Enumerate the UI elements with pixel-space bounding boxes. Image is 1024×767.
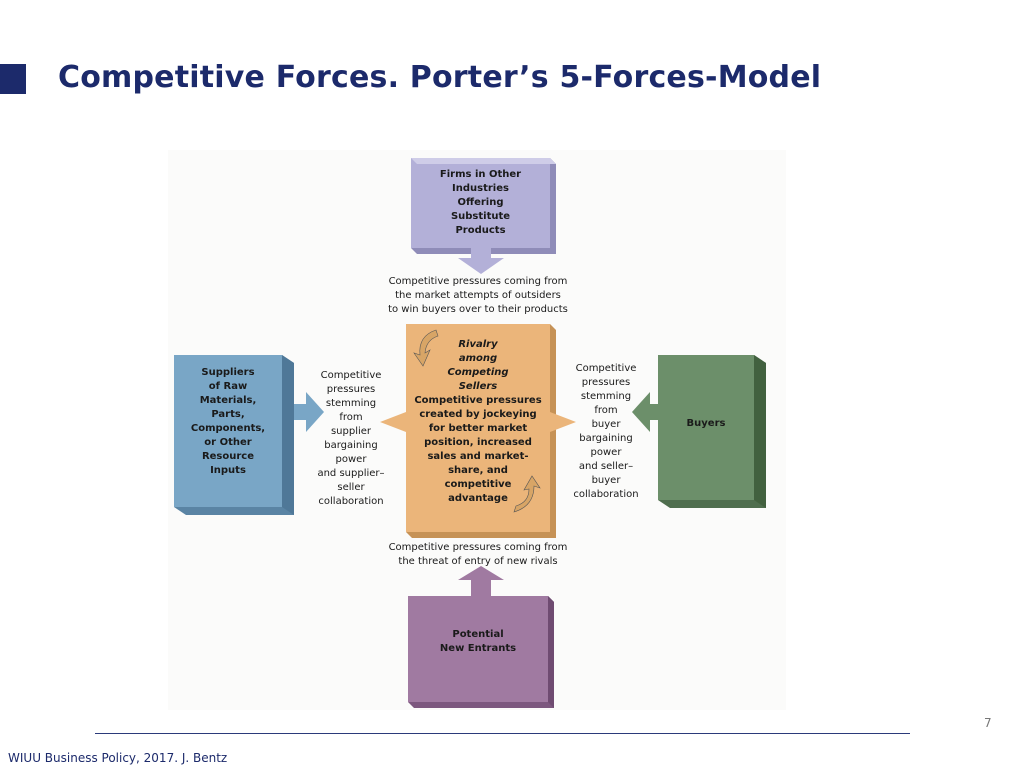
pressure-line: Competitive pressures coming from: [388, 542, 568, 553]
entrants-label: Potential New Entrants: [408, 628, 548, 656]
rivalry-body-line: advantage: [448, 493, 508, 504]
buyers-arrow: [632, 392, 658, 432]
substitutes-arrow: [458, 248, 504, 274]
pressure-line: Competitive: [320, 370, 382, 381]
buyers-label: Buyers: [658, 417, 754, 431]
suppliers-box: [174, 355, 294, 515]
pressure-line: and supplier–: [317, 468, 385, 479]
pressure-line: seller: [337, 482, 365, 493]
suppliers-line: of Raw: [208, 381, 248, 392]
suppliers-line: Suppliers: [201, 367, 255, 378]
entrants-pressure: Competitive pressures coming from the th…: [368, 541, 588, 569]
diagram-shapes: [174, 158, 766, 708]
pressure-line: buyer: [591, 475, 621, 486]
buyers-pressure: Competitive pressures stemming from buye…: [558, 362, 654, 502]
slide-title: Competitive Forces. Porter’s 5-Forces-Mo…: [58, 60, 822, 95]
rivalry-curve-arrow-top: [413, 329, 439, 367]
rivalry-body-line: Competitive pressures: [414, 395, 542, 406]
rivalry-box: [406, 324, 556, 538]
rivalry-body-line: share, and: [448, 465, 508, 476]
pressure-line: pressures: [326, 384, 376, 395]
suppliers-line: or Other: [204, 437, 252, 448]
rivalry-right-arrow: [550, 412, 576, 432]
substitutes-pressure: Competitive pressures coming from the ma…: [368, 275, 588, 317]
substitutes-label: Firms in Other Industries Offering Subst…: [411, 168, 550, 238]
pressure-line: and seller–: [578, 461, 634, 472]
pressure-line: the threat of entry of new rivals: [398, 556, 558, 567]
rivalry-body-line: position, increased: [424, 437, 532, 448]
entrants-box: [408, 596, 554, 708]
pressure-line: the market attempts of outsiders: [395, 290, 561, 301]
suppliers-label: Suppliers of Raw Materials, Parts, Compo…: [174, 366, 282, 478]
suppliers-line: Components,: [190, 423, 266, 434]
pressure-line: pressures: [581, 377, 631, 388]
rivalry-body-line: competitive: [444, 479, 512, 490]
pressure-line: power: [590, 447, 622, 458]
title-marker: [0, 64, 26, 94]
pressure-line: Competitive: [575, 363, 637, 374]
buyers-line: Buyers: [686, 418, 726, 429]
entrants-line: Potential: [452, 629, 504, 640]
rivalry-curve-arrow-bottom: [513, 475, 541, 513]
pressure-line: from: [594, 405, 618, 416]
substitutes-line: Offering: [457, 197, 504, 208]
rivalry-heading-line: Rivalry: [458, 339, 498, 350]
entrants-arrow: [458, 566, 504, 596]
rivalry-label: Rivalry among Competing Sellers Competit…: [406, 338, 550, 506]
substitutes-line: Industries: [452, 183, 509, 194]
pressure-line: from: [339, 412, 363, 423]
suppliers-line: Inputs: [210, 465, 246, 476]
pressure-line: supplier: [330, 426, 372, 437]
suppliers-line: Resource: [201, 451, 255, 462]
rivalry-heading-line: Competing: [447, 367, 509, 378]
page-number: 7: [984, 716, 992, 730]
pressure-line: stemming: [580, 391, 632, 402]
substitutes-line: Products: [455, 225, 506, 236]
rivalry-body-line: sales and market-: [427, 451, 529, 462]
rivalry-left-arrow: [380, 412, 406, 432]
pressure-line: bargaining: [324, 440, 378, 451]
rivalry-heading-line: Sellers: [458, 381, 498, 392]
pressure-line: power: [335, 454, 367, 465]
rivalry-body-line: created by jockeying: [419, 409, 537, 420]
pressure-line: buyer: [591, 419, 621, 430]
buyers-box: [658, 355, 766, 508]
five-forces-diagram: Firms in Other Industries Offering Subst…: [168, 150, 786, 710]
pressure-line: collaboration: [318, 496, 384, 507]
footer-text: WIUU Business Policy, 2017. J. Bentz: [8, 751, 228, 765]
pressure-line: Competitive pressures coming from: [388, 276, 568, 287]
substitutes-line: Firms in Other: [439, 169, 522, 180]
suppliers-arrow: [294, 392, 324, 432]
pressure-line: to win buyers over to their products: [388, 304, 568, 315]
substitutes-box: [411, 158, 556, 254]
suppliers-line: Parts,: [211, 409, 245, 420]
pressure-line: collaboration: [573, 489, 639, 500]
suppliers-line: Materials,: [199, 395, 257, 406]
rivalry-heading-line: among: [458, 353, 498, 364]
substitutes-line: Substitute: [450, 211, 511, 222]
suppliers-pressure: Competitive pressures stemming from supp…: [304, 369, 398, 509]
footer-divider: [95, 733, 910, 734]
pressure-line: stemming: [325, 398, 377, 409]
rivalry-body-line: for better market: [428, 423, 528, 434]
entrants-line: New Entrants: [439, 643, 517, 654]
pressure-line: bargaining: [579, 433, 633, 444]
